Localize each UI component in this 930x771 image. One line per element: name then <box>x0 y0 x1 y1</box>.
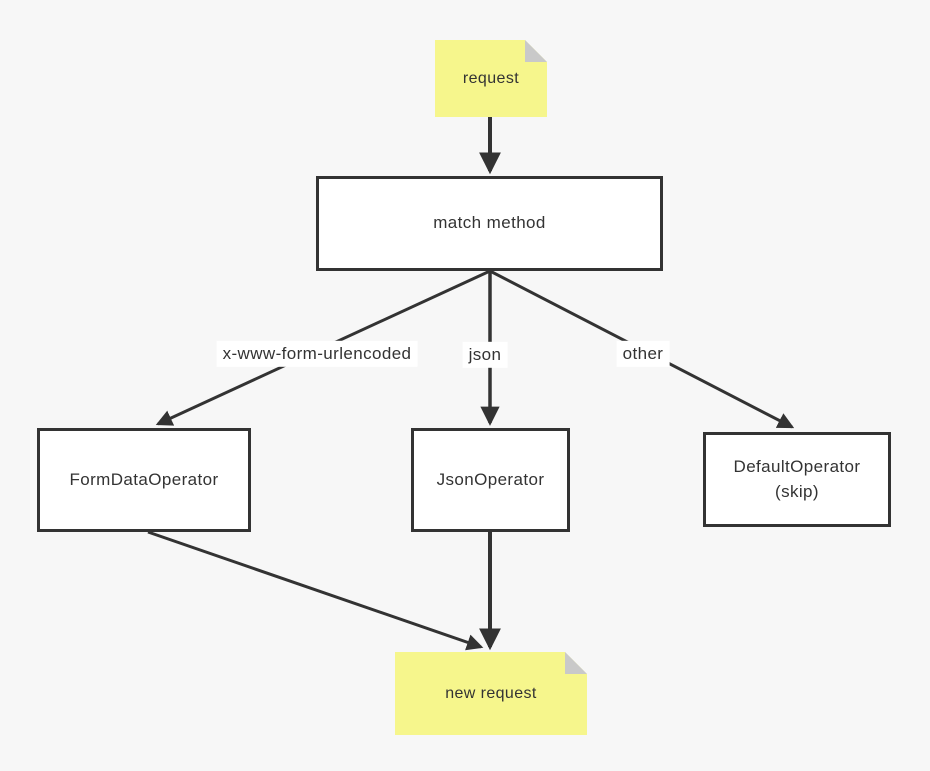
edge-label-other: other <box>616 340 670 368</box>
note-request: request <box>435 40 547 117</box>
edge-label-json: json <box>462 341 508 369</box>
node-form-data-operator: FormDataOperator <box>37 428 251 532</box>
node-match-method: match method <box>316 176 663 271</box>
node-default-operator: DefaultOperator (skip) <box>703 432 891 527</box>
edge-formdata-to-newrequest <box>147 530 484 651</box>
node-json-operator-label: JsonOperator <box>436 469 545 489</box>
note-new-request: new request <box>395 652 587 735</box>
node-match-method-label: match method <box>433 213 546 233</box>
note-new-request-label: new request <box>445 684 537 702</box>
node-form-data-operator-label: FormDataOperator <box>69 469 219 489</box>
edge-label-x-www-form-urlencoded: x-www-form-urlencoded <box>216 340 418 368</box>
node-default-operator-sublabel: (skip) <box>775 481 819 501</box>
node-default-operator-label: DefaultOperator <box>733 456 861 476</box>
note-request-label: request <box>462 69 520 87</box>
node-json-operator: JsonOperator <box>411 428 570 532</box>
